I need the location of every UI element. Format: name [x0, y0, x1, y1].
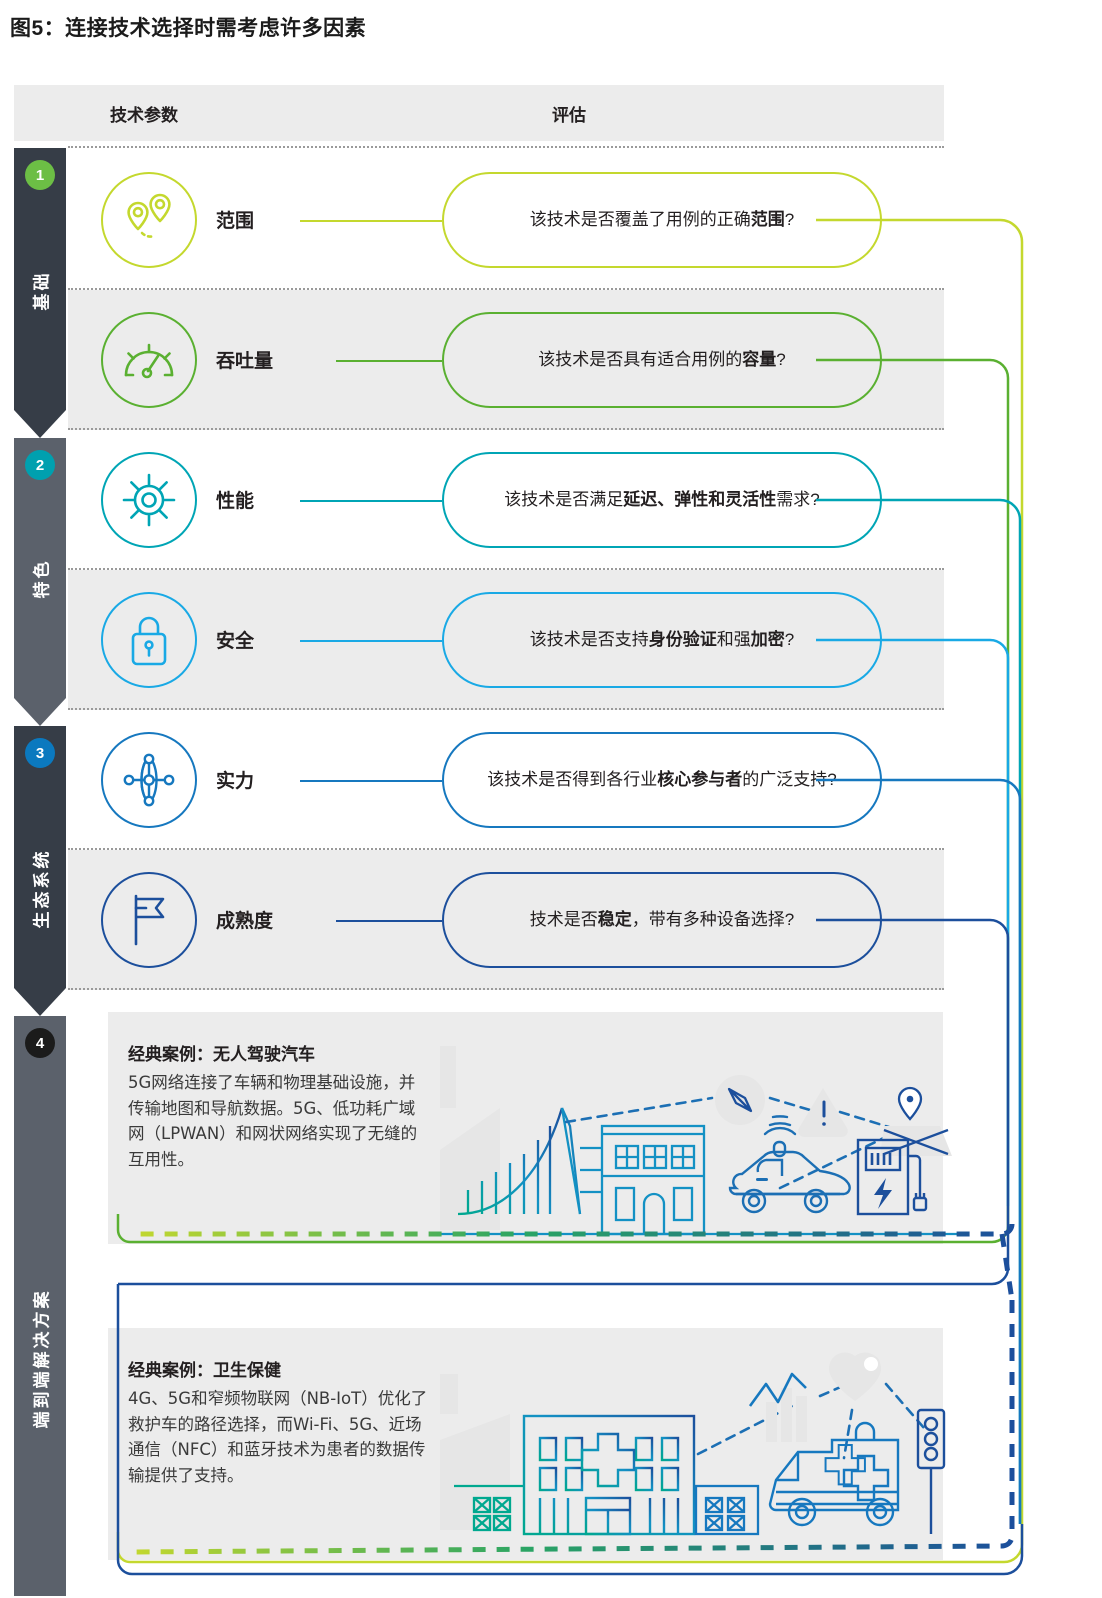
- stage-4-body: [14, 1016, 66, 1596]
- location-pins-icon: [101, 172, 197, 268]
- row-strength-question-bold: 核心参与者: [657, 770, 743, 790]
- row-security: 安全 该技术是否支持身份验证和强加密?: [68, 570, 944, 710]
- stage-1-arrow: [14, 410, 66, 438]
- row-performance-connector: [300, 500, 442, 502]
- row-security-question-pill: 该技术是否支持身份验证和强加密?: [442, 592, 882, 688]
- row-security-question-pre: 该技术是否支持: [529, 630, 649, 650]
- row-strength-question-pill: 该技术是否得到各行业核心参与者的广泛支持?: [442, 732, 882, 828]
- column-header-evaluation: 评估: [552, 106, 586, 125]
- header-divider: [68, 146, 944, 148]
- row-range-parameter: 范围: [216, 211, 255, 232]
- row-throughput: 吞吐量 该技术是否具有适合用例的容量?: [68, 290, 944, 430]
- row-divider-6: [68, 988, 944, 990]
- healthcare-hospital-ambulance-illustration: [440, 1330, 960, 1545]
- row-security-question-bold: 身份验证: [648, 630, 717, 650]
- stage-4-label: 端到端解决方案: [32, 1288, 52, 1429]
- stage-1-body: [14, 148, 66, 410]
- row-security-parameter: 安全: [216, 631, 255, 652]
- row-performance: 性能 该技术是否满足延迟、弹性和灵活性需求?: [68, 430, 944, 570]
- row-throughput-question-bold: 容量: [742, 350, 777, 370]
- row-performance-question-bold: 延迟、弹性和灵活性: [623, 490, 777, 510]
- row-strength: 实力 该技术是否得到各行业核心参与者的广泛支持?: [68, 710, 944, 850]
- row-throughput-question-pre: 该技术是否具有适合用例的: [538, 350, 743, 370]
- row-maturity-question-bold: 稳定: [597, 910, 632, 930]
- stage-3-arrow: [14, 988, 66, 1016]
- case-1-title: 经典案例：无人驾驶汽车: [128, 1045, 315, 1064]
- row-performance-parameter: 性能: [216, 491, 255, 512]
- stage-4: 4 端到端解决方案: [14, 1016, 66, 1596]
- row-strength-parameter: 实力: [216, 771, 255, 792]
- stage-4-badge: 4: [25, 1028, 55, 1058]
- row-range-connector: [300, 220, 442, 222]
- stage-2-badge: 2: [25, 450, 55, 480]
- row-range-question-pill: 该技术是否覆盖了用例的正确范围?: [442, 172, 882, 268]
- stage-1: 1 基础: [14, 148, 66, 438]
- autonomous-car-city-illustration: [440, 1030, 960, 1245]
- case-2-body: 4G、5G和窄频物联网（NB-IoT）优化了救护车的路径选择，而Wi-Fi、5G…: [128, 1389, 428, 1485]
- row-maturity-question-post: ，带有多种设备选择?: [631, 910, 795, 930]
- stage-rail: 1 基础 2 特色 3 生态系统 4 端到端解决方案: [14, 148, 66, 1596]
- row-throughput-parameter: 吞吐量: [216, 351, 274, 372]
- stage-3-label: 生态系统: [32, 848, 52, 929]
- row-maturity-parameter: 成熟度: [216, 911, 274, 932]
- stage-2-arrow: [14, 698, 66, 726]
- row-performance-question-pre: 该技术是否满足: [504, 490, 624, 510]
- row-security-connector: [300, 640, 442, 642]
- row-maturity-question-pill: 技术是否稳定，带有多种设备选择?: [442, 872, 882, 968]
- stage-2-body: [14, 438, 66, 698]
- row-maturity: 成熟度 技术是否稳定，带有多种设备选择?: [68, 850, 944, 990]
- stage-2-label: 特色: [32, 558, 52, 599]
- row-security-question-bold2: 加密: [750, 630, 785, 650]
- row-security-question-post: ?: [784, 630, 795, 650]
- stage-2: 2 特色: [14, 438, 66, 726]
- row-throughput-question-post: ?: [776, 350, 786, 370]
- column-header-band: 技术参数 评估: [14, 85, 944, 141]
- case-1-body: 5G网络连接了车辆和物理基础设施，并传输地图和导航数据。5G、低功耗广域网（LP…: [128, 1073, 418, 1169]
- row-throughput-connector: [336, 360, 442, 362]
- padlock-icon: [101, 592, 197, 688]
- page-title: 图5：连接技术选择时需考虑许多因素: [10, 17, 367, 40]
- row-performance-question-pill: 该技术是否满足延迟、弹性和灵活性需求?: [442, 452, 882, 548]
- column-header-parameter: 技术参数: [110, 106, 178, 125]
- stage-1-label: 基础: [32, 270, 52, 311]
- row-strength-connector: [300, 780, 442, 782]
- network-nodes-icon: [101, 732, 197, 828]
- row-range-question-post: ?: [784, 210, 795, 230]
- row-range-question-pre: 该技术是否覆盖了用例的正确: [529, 210, 751, 230]
- stage-3: 3 生态系统: [14, 726, 66, 1016]
- row-maturity-connector: [336, 920, 442, 922]
- row-strength-question-pre: 该技术是否得到各行业: [487, 770, 658, 790]
- stage-3-badge: 3: [25, 738, 55, 768]
- row-range-question-bold: 范围: [750, 210, 785, 230]
- stage-1-badge: 1: [25, 160, 55, 190]
- flag-icon: [101, 872, 197, 968]
- row-maturity-question-pre: 技术是否: [529, 910, 598, 930]
- row-throughput-question-pill: 该技术是否具有适合用例的容量?: [442, 312, 882, 408]
- performance-dial-icon: [101, 452, 197, 548]
- row-security-question-mid: 和强: [716, 630, 751, 650]
- gauge-icon: [101, 312, 197, 408]
- row-strength-question-post: 的广泛支持?: [742, 770, 837, 790]
- row-performance-question-post: 需求?: [776, 490, 820, 510]
- row-range: 范围 该技术是否覆盖了用例的正确范围?: [68, 150, 944, 290]
- stage-3-body: [14, 726, 66, 988]
- case-2-title: 经典案例：卫生保健: [128, 1361, 281, 1380]
